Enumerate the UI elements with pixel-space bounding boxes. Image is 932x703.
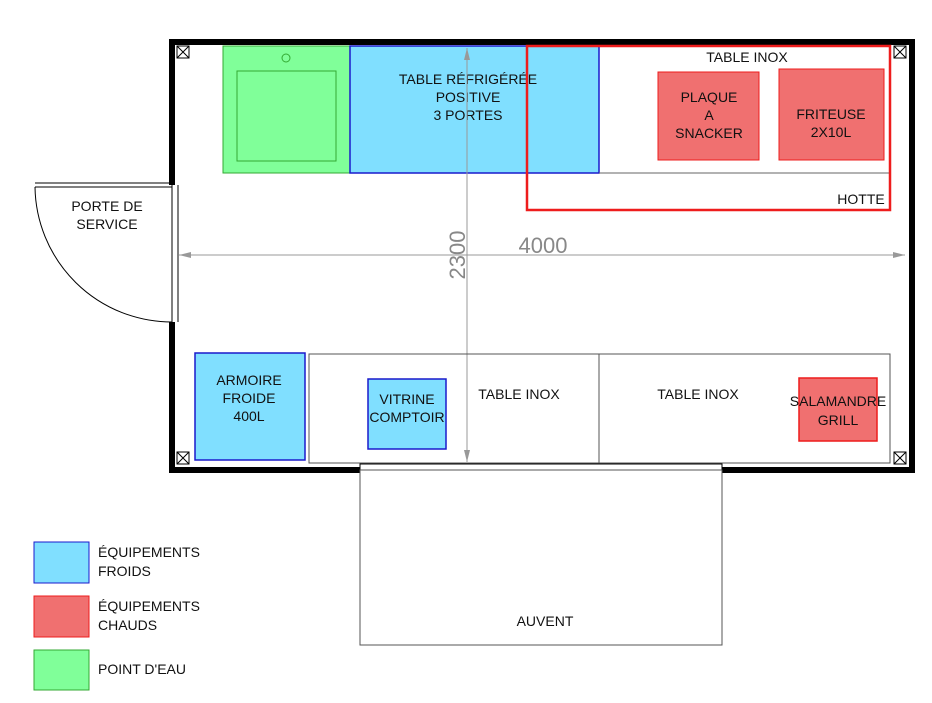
fridge-table <box>349 45 600 174</box>
fridge-table-label: 3 PORTES <box>434 107 503 123</box>
width-dimension-label: 4000 <box>519 233 568 258</box>
legend-swatch-hot <box>33 595 90 638</box>
table-inox-2 <box>598 353 891 464</box>
auvent-label: AUVENT <box>517 613 574 629</box>
legend: ÉQUIPEMENTS FROIDS ÉQUIPEMENTS CHAUDS PO… <box>33 541 200 691</box>
depth-dimension-label: 2300 <box>445 231 470 280</box>
salamandre-label: SALAMANDRE <box>790 393 886 409</box>
legend-label: CHAUDS <box>98 617 157 633</box>
sink <box>222 45 351 174</box>
table-inox-1 <box>308 353 600 464</box>
table-inox-1-label: TABLE INOX <box>478 386 560 402</box>
armoire-label: FROIDE <box>223 390 276 406</box>
auvent <box>359 469 723 646</box>
friteuse-label: 2X10L <box>811 124 852 140</box>
armoire-label: ARMOIRE <box>216 372 281 388</box>
legend-label: ÉQUIPEMENTS <box>98 598 200 614</box>
fridge-table-label: TABLE RÉFRIGÉRÉE <box>399 71 537 87</box>
salamandre-label: GRILL <box>818 412 859 428</box>
hotte-label: HOTTE <box>837 191 884 207</box>
friteuse <box>778 68 885 161</box>
service-door <box>34 182 173 323</box>
table-inox-top-label: TABLE INOX <box>706 49 788 65</box>
vitrine-label: COMPTOIR <box>369 409 444 425</box>
door-label: PORTE DE <box>71 198 142 214</box>
hotte <box>525 44 892 212</box>
armoire-label: 400L <box>233 408 264 424</box>
salamandre-grill <box>798 377 878 442</box>
legend-label: ÉQUIPEMENTS <box>98 544 200 560</box>
fridge-table-label: POSITIVE <box>436 89 501 105</box>
door-label: SERVICE <box>76 216 137 232</box>
plaque-label: PLAQUE <box>681 89 738 105</box>
plaque-snacker <box>657 71 760 161</box>
plaque-label: SNACKER <box>675 125 743 141</box>
legend-swatch-cold <box>33 541 90 584</box>
armoire-froide <box>194 352 306 461</box>
corner-posts <box>176 45 907 465</box>
friteuse-label: FRITEUSE <box>796 106 865 122</box>
plaque-label: A <box>704 107 714 123</box>
legend-label: POINT D'EAU <box>98 661 186 677</box>
vitrine-comptoir <box>367 378 447 450</box>
legend-swatch-water <box>33 649 90 691</box>
vitrine-label: VITRINE <box>379 391 434 407</box>
table-inox-2-label: TABLE INOX <box>657 386 739 402</box>
legend-label: FROIDS <box>98 563 151 579</box>
